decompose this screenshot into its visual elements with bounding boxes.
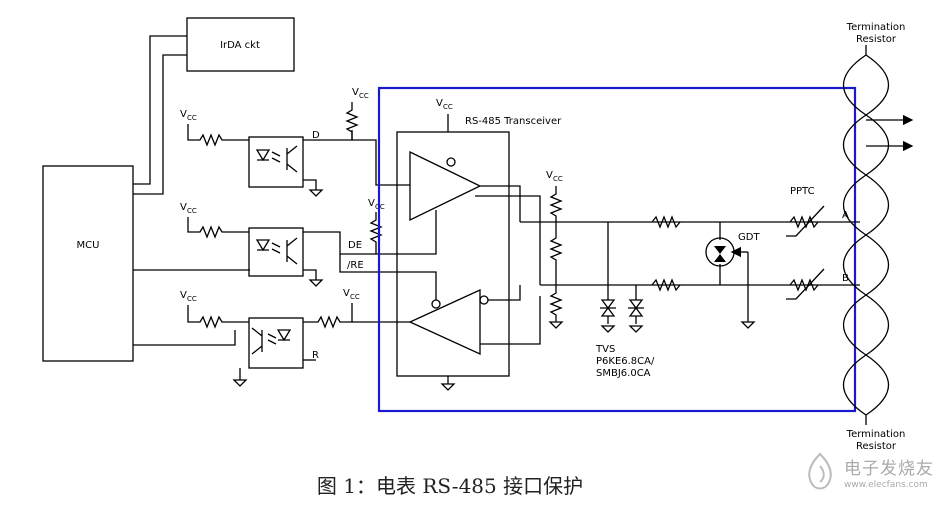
svg-text:V: V — [352, 87, 359, 98]
svg-text:V: V — [368, 198, 375, 209]
svg-text:GDT: GDT — [738, 232, 760, 243]
optocoupler-2 — [248, 227, 304, 277]
figure-caption: 图 1：电表 RS-485 接口保护 — [316, 474, 584, 498]
irda-label: IrDA ckt — [220, 40, 260, 51]
svg-text:CC: CC — [187, 207, 197, 215]
watermark: 电子发烧友 www.elecfans.com — [800, 450, 945, 500]
rs485-transceiver: RS-485 Transceiver V CC — [396, 98, 562, 391]
svg-text:Termination: Termination — [846, 22, 906, 33]
svg-text:D: D — [312, 130, 320, 141]
svg-text:PPTC: PPTC — [790, 186, 815, 197]
svg-text:TVS: TVS — [595, 344, 615, 355]
mcu-block: MCU — [42, 165, 134, 362]
svg-text:V: V — [546, 170, 553, 181]
pptc: PPTC A B — [786, 186, 849, 300]
watermark-url: www.elecfans.com — [844, 480, 928, 490]
gdt: GDT — [705, 222, 760, 329]
svg-text:CC: CC — [443, 103, 453, 111]
svg-text:DE: DE — [348, 240, 362, 251]
watermark-title: 电子发烧友 — [844, 459, 934, 479]
svg-text:V: V — [180, 109, 187, 120]
svg-text:V: V — [180, 290, 187, 301]
svg-text:Resistor: Resistor — [856, 34, 897, 45]
twisted-pair-cable: Termination Resistor Termination Resisto… — [842, 22, 914, 452]
protection-boundary — [377, 86, 857, 413]
svg-text:V: V — [343, 288, 350, 299]
mcu-label: MCU — [77, 240, 100, 251]
svg-text:/RE: /RE — [347, 260, 364, 271]
vcc-pullup-d: V CC — [345, 87, 410, 186]
vcc-opto2: V CC DE /RE — [180, 202, 376, 287]
vcc-opto1: V CC D — [180, 109, 353, 197]
optocoupler-1 — [248, 136, 304, 188]
svg-text:CC: CC — [187, 114, 197, 122]
mcu-irda-wires — [133, 35, 250, 346]
irda-block: IrDA ckt — [186, 17, 295, 72]
transceiver-label: RS-485 Transceiver — [465, 116, 562, 127]
svg-text:Termination: Termination — [846, 429, 906, 440]
svg-text:CC: CC — [359, 92, 369, 100]
optocoupler-3 — [248, 317, 304, 369]
svg-text:R: R — [312, 350, 319, 361]
svg-text:V: V — [436, 98, 443, 109]
svg-text:V: V — [180, 202, 187, 213]
svg-text:P6KE6.8CA/: P6KE6.8CA/ — [596, 356, 655, 367]
svg-text:CC: CC — [350, 293, 360, 301]
svg-text:CC: CC — [187, 295, 197, 303]
tvs-diodes: TVS P6KE6.8CA/ SMBJ6.0CA — [595, 222, 655, 379]
svg-text:B: B — [842, 273, 849, 284]
svg-text:Resistor: Resistor — [856, 441, 897, 452]
svg-text:A: A — [842, 210, 849, 221]
svg-text:SMBJ6.0CA: SMBJ6.0CA — [596, 368, 651, 379]
vcc-opto3: V CC V CC R — [180, 288, 410, 387]
watermark-logo-icon — [808, 452, 832, 490]
svg-text:CC: CC — [553, 175, 563, 183]
